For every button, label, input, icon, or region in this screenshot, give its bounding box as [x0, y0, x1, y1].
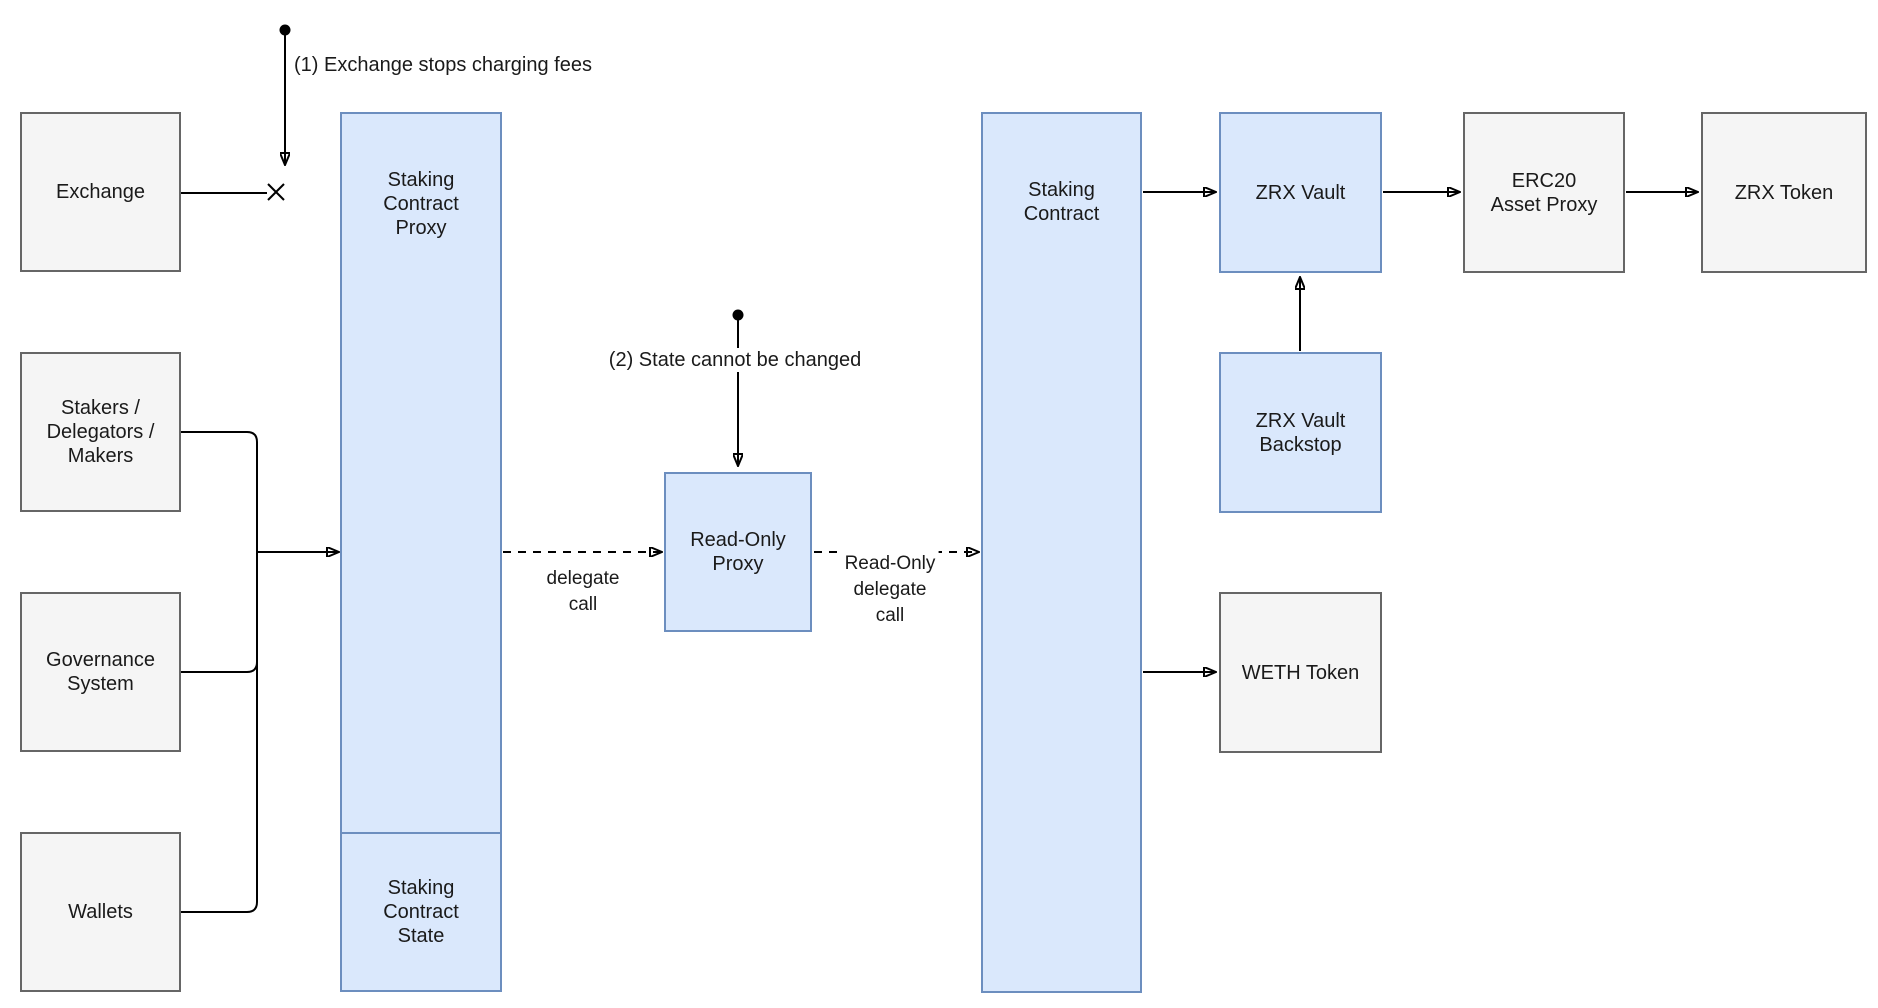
node-zrx-token[interactable]: ZRX Token: [1701, 112, 1867, 273]
node-exchange[interactable]: Exchange: [20, 112, 181, 272]
node-zrx-vault-label: ZRX Vault: [1255, 181, 1346, 204]
node-zrx-vault-backstop[interactable]: ZRX Vault Backstop: [1219, 352, 1382, 513]
node-staking-contract-state-label: Staking Contract State: [383, 877, 459, 947]
node-erc20-asset-proxy[interactable]: ERC20 Asset Proxy: [1463, 112, 1625, 273]
node-wallets[interactable]: Wallets: [20, 832, 181, 992]
node-staking-contract-proxy[interactable]: Staking Contract Proxy Staking Contract …: [340, 112, 502, 992]
edge-label-read-only-delegate-call: Read-Only delegate call: [841, 551, 939, 629]
node-weth-token-label: WETH Token: [1241, 661, 1360, 684]
node-read-only-proxy[interactable]: Read-Only Proxy: [664, 472, 812, 632]
node-stakers-delegators-makers-label: Stakers / Delegators / Makers: [46, 397, 155, 467]
node-staking-contract-label: Staking Contract: [1023, 179, 1100, 225]
node-governance-system[interactable]: Governance System: [20, 592, 181, 752]
node-stakers-delegators-makers[interactable]: Stakers / Delegators / Makers: [20, 352, 181, 512]
annotation-exchange-stops-fees: (1) Exchange stops charging fees: [291, 53, 595, 77]
blocked-x-icon: [267, 183, 285, 201]
node-erc20-asset-proxy-label: ERC20 Asset Proxy: [1490, 169, 1598, 216]
edge-exchange-blocked: [181, 183, 285, 201]
node-exchange-label: Exchange: [56, 181, 145, 203]
node-zrx-token-label: ZRX Token: [1734, 181, 1834, 204]
node-read-only-proxy-label: Read-Only Proxy: [690, 529, 786, 575]
annotation-1-pointer: [279, 24, 291, 166]
annotation-2-pointer: [732, 309, 744, 467]
node-zrx-vault[interactable]: ZRX Vault: [1219, 112, 1382, 273]
node-weth-token[interactable]: WETH Token: [1219, 592, 1382, 753]
node-staking-contract-state[interactable]: Staking Contract State: [340, 832, 502, 992]
edge-label-delegate-call: delegate call: [543, 566, 623, 618]
annotation-state-cannot-change: (2) State cannot be changed: [605, 348, 865, 372]
node-zrx-vault-backstop-label: ZRX Vault Backstop: [1255, 409, 1346, 456]
edge-users-to-staking-contract-proxy: [181, 431, 339, 913]
node-staking-contract-proxy-label: Staking Contract Proxy: [383, 169, 459, 239]
node-wallets-label: Wallets: [68, 901, 133, 923]
node-governance-system-label: Governance System: [46, 649, 155, 695]
node-staking-contract[interactable]: Staking Contract: [981, 112, 1142, 993]
